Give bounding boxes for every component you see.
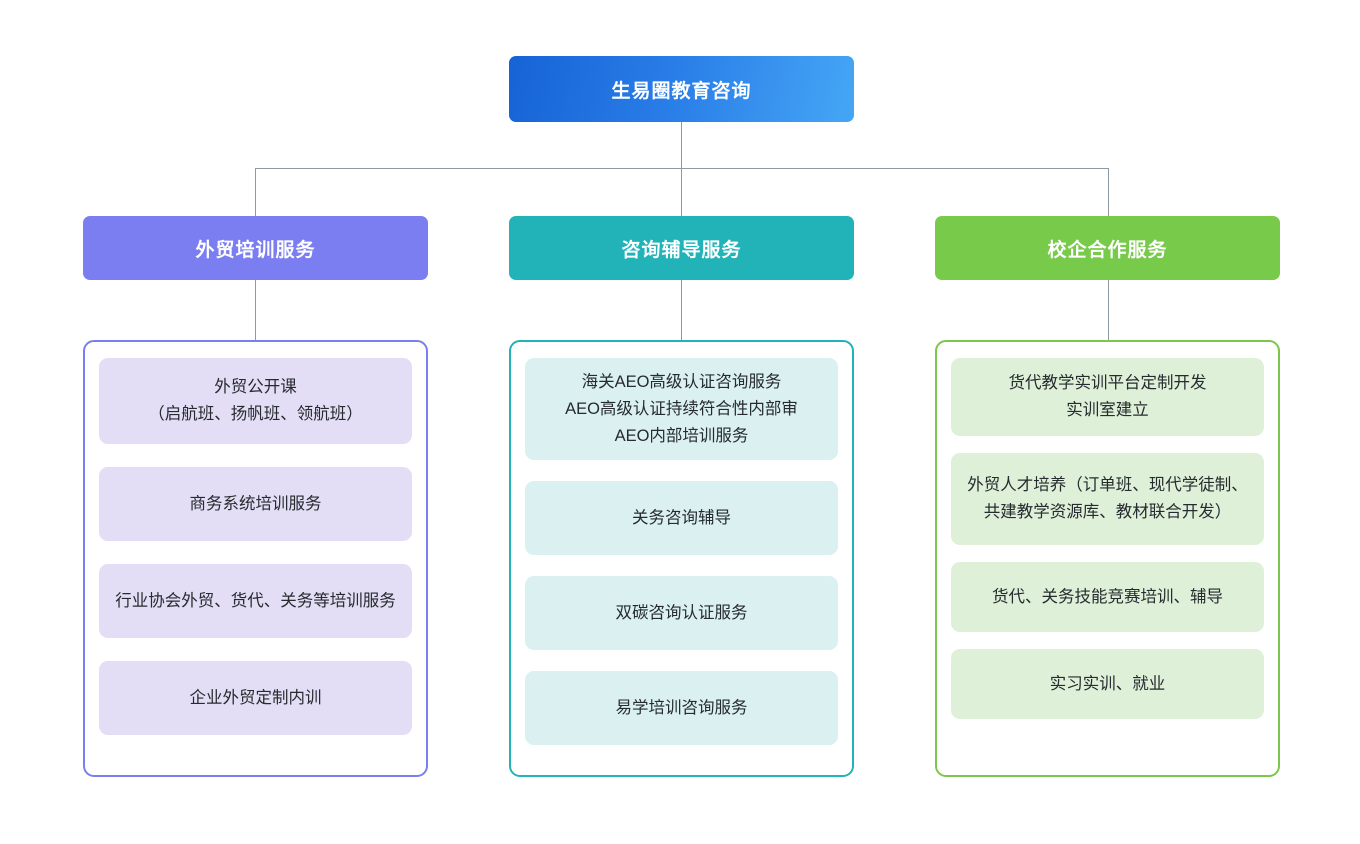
list-item[interactable]: 企业外贸定制内训 bbox=[99, 661, 412, 735]
root-node-label: 生易圈教育咨询 bbox=[611, 80, 752, 102]
list-item[interactable]: 海关AEO高级认证咨询服务 AEO高级认证持续符合性内部审 AEO内部培训服务 bbox=[525, 358, 838, 460]
connector-branch-left-drop bbox=[255, 168, 256, 216]
list-item[interactable]: 货代教学实训平台定制开发 实训室建立 bbox=[951, 358, 1264, 436]
connector-horizontal-bus bbox=[255, 168, 1109, 169]
card-list: 海关AEO高级认证咨询服务 AEO高级认证持续符合性内部审 AEO内部培训服务 … bbox=[525, 358, 838, 759]
card-list: 外贸公开课 （启航班、扬帆班、领航班） 商务系统培训服务 行业协会外贸、货代、关… bbox=[99, 358, 412, 759]
branch-container-foreign-trade-training: 外贸公开课 （启航班、扬帆班、领航班） 商务系统培训服务 行业协会外贸、货代、关… bbox=[83, 340, 428, 777]
branch-header-foreign-trade-training[interactable]: 外贸培训服务 bbox=[83, 216, 428, 280]
list-item[interactable]: 外贸人才培养（订单班、现代学徒制、共建教学资源库、教材联合开发） bbox=[951, 453, 1264, 545]
branch-header-label: 校企合作服务 bbox=[1047, 239, 1168, 261]
connector-middle-header-to-box bbox=[681, 280, 682, 340]
connector-branch-middle-drop bbox=[681, 168, 682, 216]
connector-right-header-to-box bbox=[1108, 280, 1109, 340]
list-item[interactable]: 货代、关务技能竞赛培训、辅导 bbox=[951, 562, 1264, 632]
branch-header-school-enterprise-cooperation[interactable]: 校企合作服务 bbox=[935, 216, 1280, 280]
root-node-education-consulting[interactable]: 生易圈教育咨询 bbox=[509, 56, 854, 122]
branch-header-label: 外贸培训服务 bbox=[195, 239, 316, 261]
connector-branch-right-drop bbox=[1108, 168, 1109, 216]
connector-left-header-to-box bbox=[255, 280, 256, 340]
list-item[interactable]: 易学培训咨询服务 bbox=[525, 671, 838, 745]
list-item[interactable]: 外贸公开课 （启航班、扬帆班、领航班） bbox=[99, 358, 412, 444]
card-list: 货代教学实训平台定制开发 实训室建立 外贸人才培养（订单班、现代学徒制、共建教学… bbox=[951, 358, 1264, 759]
branch-container-school-enterprise-cooperation: 货代教学实训平台定制开发 实训室建立 外贸人才培养（订单班、现代学徒制、共建教学… bbox=[935, 340, 1280, 777]
list-item[interactable]: 关务咨询辅导 bbox=[525, 481, 838, 555]
connector-root-stem bbox=[681, 122, 682, 168]
branch-container-consulting-tutoring: 海关AEO高级认证咨询服务 AEO高级认证持续符合性内部审 AEO内部培训服务 … bbox=[509, 340, 854, 777]
list-item[interactable]: 双碳咨询认证服务 bbox=[525, 576, 838, 650]
list-item[interactable]: 商务系统培训服务 bbox=[99, 467, 412, 541]
list-item[interactable]: 实习实训、就业 bbox=[951, 649, 1264, 719]
list-item[interactable]: 行业协会外贸、货代、关务等培训服务 bbox=[99, 564, 412, 638]
branch-header-consulting-tutoring[interactable]: 咨询辅导服务 bbox=[509, 216, 854, 280]
branch-header-label: 咨询辅导服务 bbox=[621, 239, 742, 261]
